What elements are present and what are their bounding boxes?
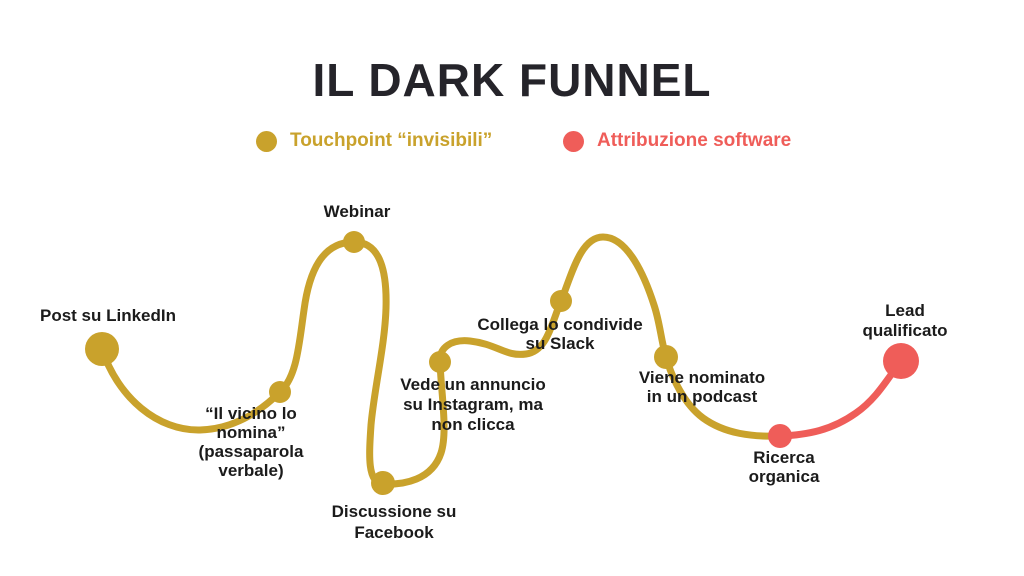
node-dot-podcast (654, 345, 678, 369)
node-label-ricerca: Ricerca organica (748, 448, 820, 486)
node-label-post-linkedin: Post su LinkedIn (39, 306, 177, 325)
node-dot-instagram (429, 351, 451, 373)
node-label-podcast: Viene nominato in un podcast (638, 368, 766, 406)
node-label-webinar: Webinar (323, 202, 391, 221)
node-dot-post-linkedin (85, 332, 119, 366)
coral-dot-icon (563, 130, 584, 152)
node-label-facebook: Discussione su Facebook (331, 502, 457, 542)
legend-label-invisible-touchpoints: Touchpoint “invisibili” (290, 130, 493, 151)
node-label-passaparola: “Il vicino lo nomina” (passaparola verba… (198, 404, 304, 480)
node-dot-webinar (343, 231, 365, 253)
node-label-slack: Collega lo condivide su Slack (477, 315, 643, 353)
gold-dot-icon (256, 130, 277, 152)
legend-item-invisible-touchpoints: Touchpoint “invisibili” (256, 130, 492, 152)
attribution-software-path (776, 357, 905, 440)
node-dot-ricerca (768, 424, 792, 448)
legend-label-attribution-software: Attribuzione software (597, 130, 792, 151)
node-label-lead: Lead qualificato (862, 301, 948, 340)
page-title: IL DARK FUNNEL (312, 54, 712, 106)
invisible-touchpoints-path (98, 233, 784, 488)
node-dot-passaparola (269, 381, 291, 403)
node-dot-lead (883, 343, 919, 379)
node-dot-facebook (371, 471, 395, 495)
legend-item-attribution-software: Attribuzione software (563, 130, 791, 152)
node-dot-slack (550, 290, 572, 312)
node-label-instagram: Vede un annuncio su Instagram, ma non cl… (400, 375, 546, 434)
